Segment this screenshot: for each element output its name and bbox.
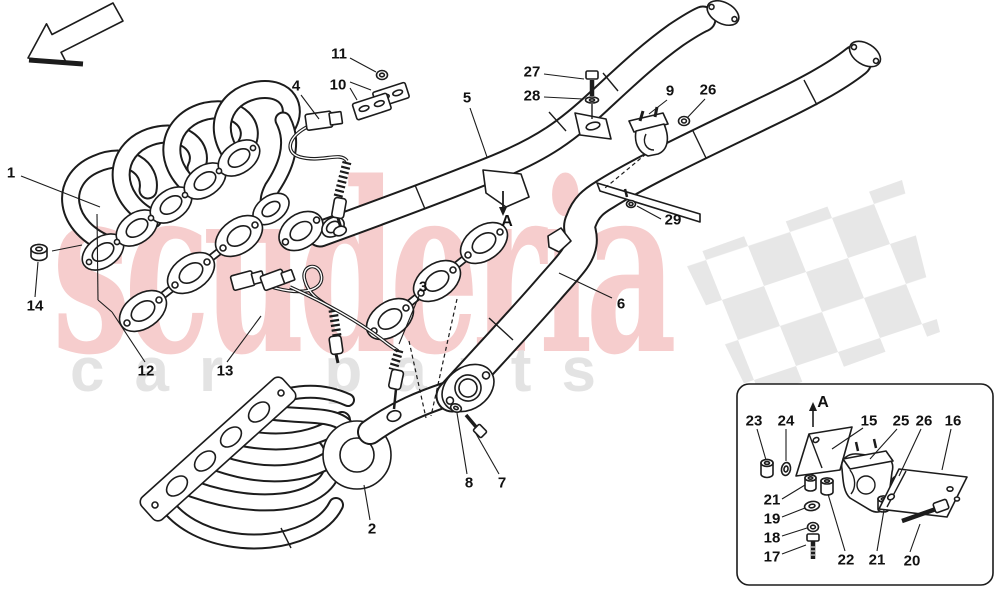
leader-line-12: [111, 311, 146, 363]
rear-pipe-flange: [848, 40, 882, 68]
strap-nut: [625, 199, 637, 209]
lower-manifold-flange-plate: [139, 376, 297, 522]
leader-line-14: [51, 244, 83, 252]
upper-exhaust-manifold: [61, 80, 301, 271]
leader-line-25: [869, 428, 898, 460]
oxygen-sensor-boss: [386, 409, 402, 423]
leader-line-9: [648, 99, 668, 115]
washer-24: [780, 461, 792, 477]
leader-line-18: [781, 527, 808, 537]
grommet-23: [760, 458, 774, 479]
washer-28: [584, 96, 600, 104]
front-pipe-end-flange: [706, 0, 740, 27]
front-pipe-inlet-flange-upper: [278, 210, 324, 252]
detail-box: [736, 383, 994, 586]
lower-exhaust-manifold: [139, 376, 461, 550]
manifold-gasket-set: [118, 214, 509, 341]
leader-line-12: [96, 213, 99, 301]
nut-14: [30, 243, 48, 262]
front-pipe-lower: [435, 40, 882, 413]
leader-line-4: [300, 94, 320, 120]
leader-line-7: [474, 431, 500, 475]
leader-line-29: [636, 205, 662, 220]
hanger-bracket: [574, 104, 612, 140]
pipe-mounting-strap: [596, 182, 701, 223]
front-pipe-inlet-flange-lower: [408, 298, 495, 439]
leader-line-20: [909, 523, 921, 553]
nut-26: [677, 115, 691, 127]
leader-line-22: [827, 493, 846, 552]
bracket-15: [795, 426, 853, 477]
leader-line-19: [781, 507, 806, 518]
leader-line-12: [97, 299, 113, 313]
leader-lines: [20, 57, 952, 555]
nut-11: [375, 69, 389, 81]
oxygen-sensor-4: [288, 110, 352, 237]
leader-line-26: [686, 98, 706, 119]
checkered-flag-watermark: [683, 180, 940, 400]
leader-line-26: [898, 428, 922, 477]
heat-shield-plates-10: [351, 81, 410, 121]
leader-line-15: [831, 427, 864, 450]
leader-line-5: [469, 107, 488, 158]
leader-line-16: [941, 428, 952, 471]
pipe-bracket-tab: [547, 227, 572, 253]
front-direction-arrow-icon: [27, 2, 124, 67]
leader-line-1: [20, 175, 101, 208]
nut-18: [806, 521, 820, 533]
leader-line-17: [781, 544, 807, 555]
leader-line-6: [558, 272, 613, 299]
leader-line-21: [781, 484, 806, 500]
oxygen-sensor-3: [259, 268, 405, 410]
leader-line-28: [543, 96, 584, 100]
leader-line-11: [349, 57, 377, 73]
bolt-17: [806, 533, 820, 559]
leader-line-3: [398, 295, 420, 345]
bolt-20: [901, 498, 950, 524]
leader-line-13: [226, 315, 262, 363]
manifold-port-flanges: [81, 139, 261, 271]
spacer-22: [820, 477, 834, 496]
bushing-21a: [804, 474, 817, 492]
manifold-downpipe-flange: [252, 192, 290, 226]
bolt-27: [585, 70, 599, 96]
leader-line-8: [456, 412, 468, 475]
section-arrow-main: [499, 191, 507, 216]
leader-line-10: [349, 87, 358, 101]
leader-line-21: [876, 509, 885, 552]
section-a-bracket: [482, 169, 530, 208]
section-arrow-detail: [809, 402, 817, 427]
front-pipe-upper: [278, 0, 740, 252]
washer-19: [803, 500, 821, 512]
leader-line-23: [756, 428, 767, 461]
exhaust-mount-9: [628, 106, 669, 157]
leader-line-27: [543, 73, 585, 80]
washer-8: [449, 402, 463, 414]
leader-line-2: [363, 484, 371, 521]
leader-line-10: [349, 81, 372, 91]
leader-line-14: [34, 261, 39, 298]
